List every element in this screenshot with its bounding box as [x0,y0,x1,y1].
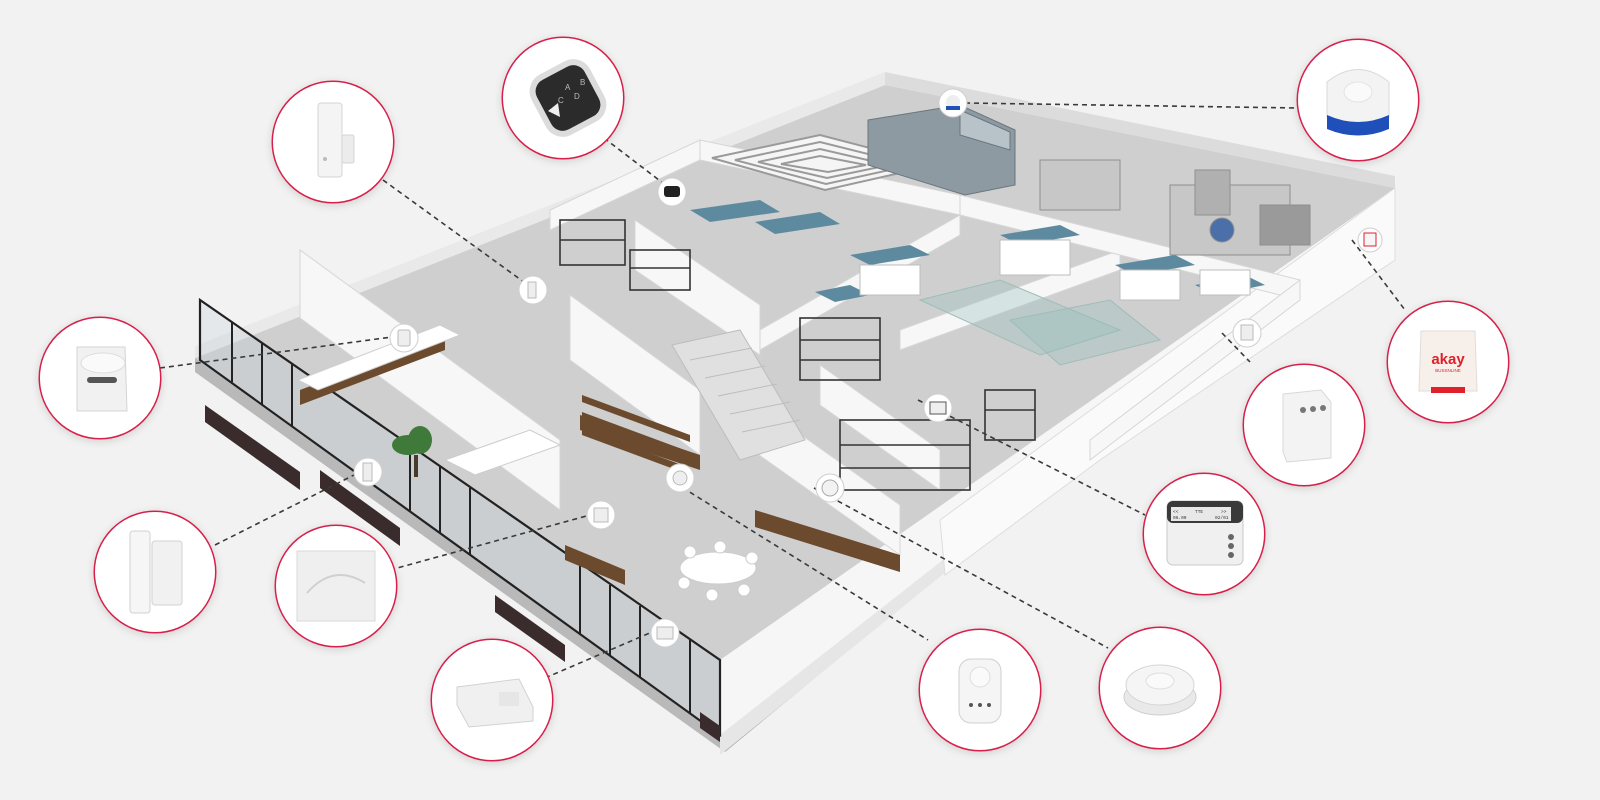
base-panels [205,405,720,742]
back-wall-right [885,72,1395,188]
marker-akay-siren-icon [1357,227,1383,253]
sensor-icon [317,102,355,178]
marker-gas-icon [665,463,695,493]
remote-key-b: B [580,78,585,87]
pir-motion-detector-callout[interactable] [40,318,160,438]
flush-panel-icon [296,550,376,622]
door-contact-icon [129,530,183,614]
office-desk [443,429,562,476]
siren-icon: akay BUSSNLINE [1418,330,1478,393]
device-markers [353,88,1383,648]
glass-mullions [231,322,691,713]
wireless-sensor-tall-callout[interactable] [273,82,393,202]
marker-door-contact-icon [353,457,383,487]
siren-icon [1326,69,1390,136]
control-panel-box-callout[interactable] [1244,365,1364,485]
industrial-machinery [1039,159,1311,256]
keypad-screen-l1-mid: TTE [1195,509,1203,515]
outdoor-siren-akay-callout[interactable]: akay BUSSNLINE [1388,302,1508,422]
keypad-screen-l2-right: 02/01 [1215,515,1229,521]
keypad-screen-l1-right: >> [1221,509,1227,515]
wall-sensor-icon [456,678,534,728]
remote-key-d: D [574,92,580,101]
keypad-screen-l2-left: 06.00 [1173,515,1187,521]
remote-control-icon: A B C D [529,59,607,137]
keypad-screen-l1-left: << [1173,509,1179,515]
outdoor-siren-blue-callout[interactable] [1298,40,1418,160]
akay-subbrand: BUSSNLINE [1435,368,1461,373]
marker-panel-icon [1232,318,1262,348]
van [867,104,1016,196]
panel-icon [1282,389,1332,463]
keypad-icon: << TTE >> 06.00 02/01 [1166,500,1244,566]
marker-remote-icon [657,177,687,207]
plant [392,426,432,477]
shelving [559,219,1036,491]
wall-sensor-callout[interactable] [432,640,552,760]
gas-detector-icon [958,658,1002,724]
motion-detector-icon [76,346,128,412]
marker-wall-sensor-icon [650,618,680,648]
meeting-table [677,540,759,602]
lab-cabinets [859,239,1251,301]
staircase [671,329,806,461]
bookcase [582,395,690,475]
lab-glass [918,279,1162,366]
marker-motion-icon [389,323,419,353]
floor-edge-front [195,358,725,752]
door-contact-callout[interactable] [95,512,215,632]
smoke-detector-callout[interactable] [1100,628,1220,748]
leader-lines [159,102,1406,679]
gas-detector-callout[interactable] [920,630,1040,750]
lcd-keypad-callout[interactable]: << TTE >> 06.00 02/01 [1144,474,1264,594]
marker-keypad-icon [923,393,953,423]
marker-siren-icon [938,88,968,118]
akay-brand: akay [1431,351,1465,368]
smoke-detector-icon [1123,664,1197,716]
marker-sensor-icon [518,275,548,305]
glass-facade-front [198,297,722,738]
remote-key-c: C [558,96,564,105]
marker-smoke-icon [815,473,845,503]
key-fob-remote-callout[interactable]: A B C D [503,38,623,158]
flush-panel-callout[interactable] [276,526,396,646]
marker-flush-icon [586,500,616,530]
remote-key-a: A [565,83,571,92]
